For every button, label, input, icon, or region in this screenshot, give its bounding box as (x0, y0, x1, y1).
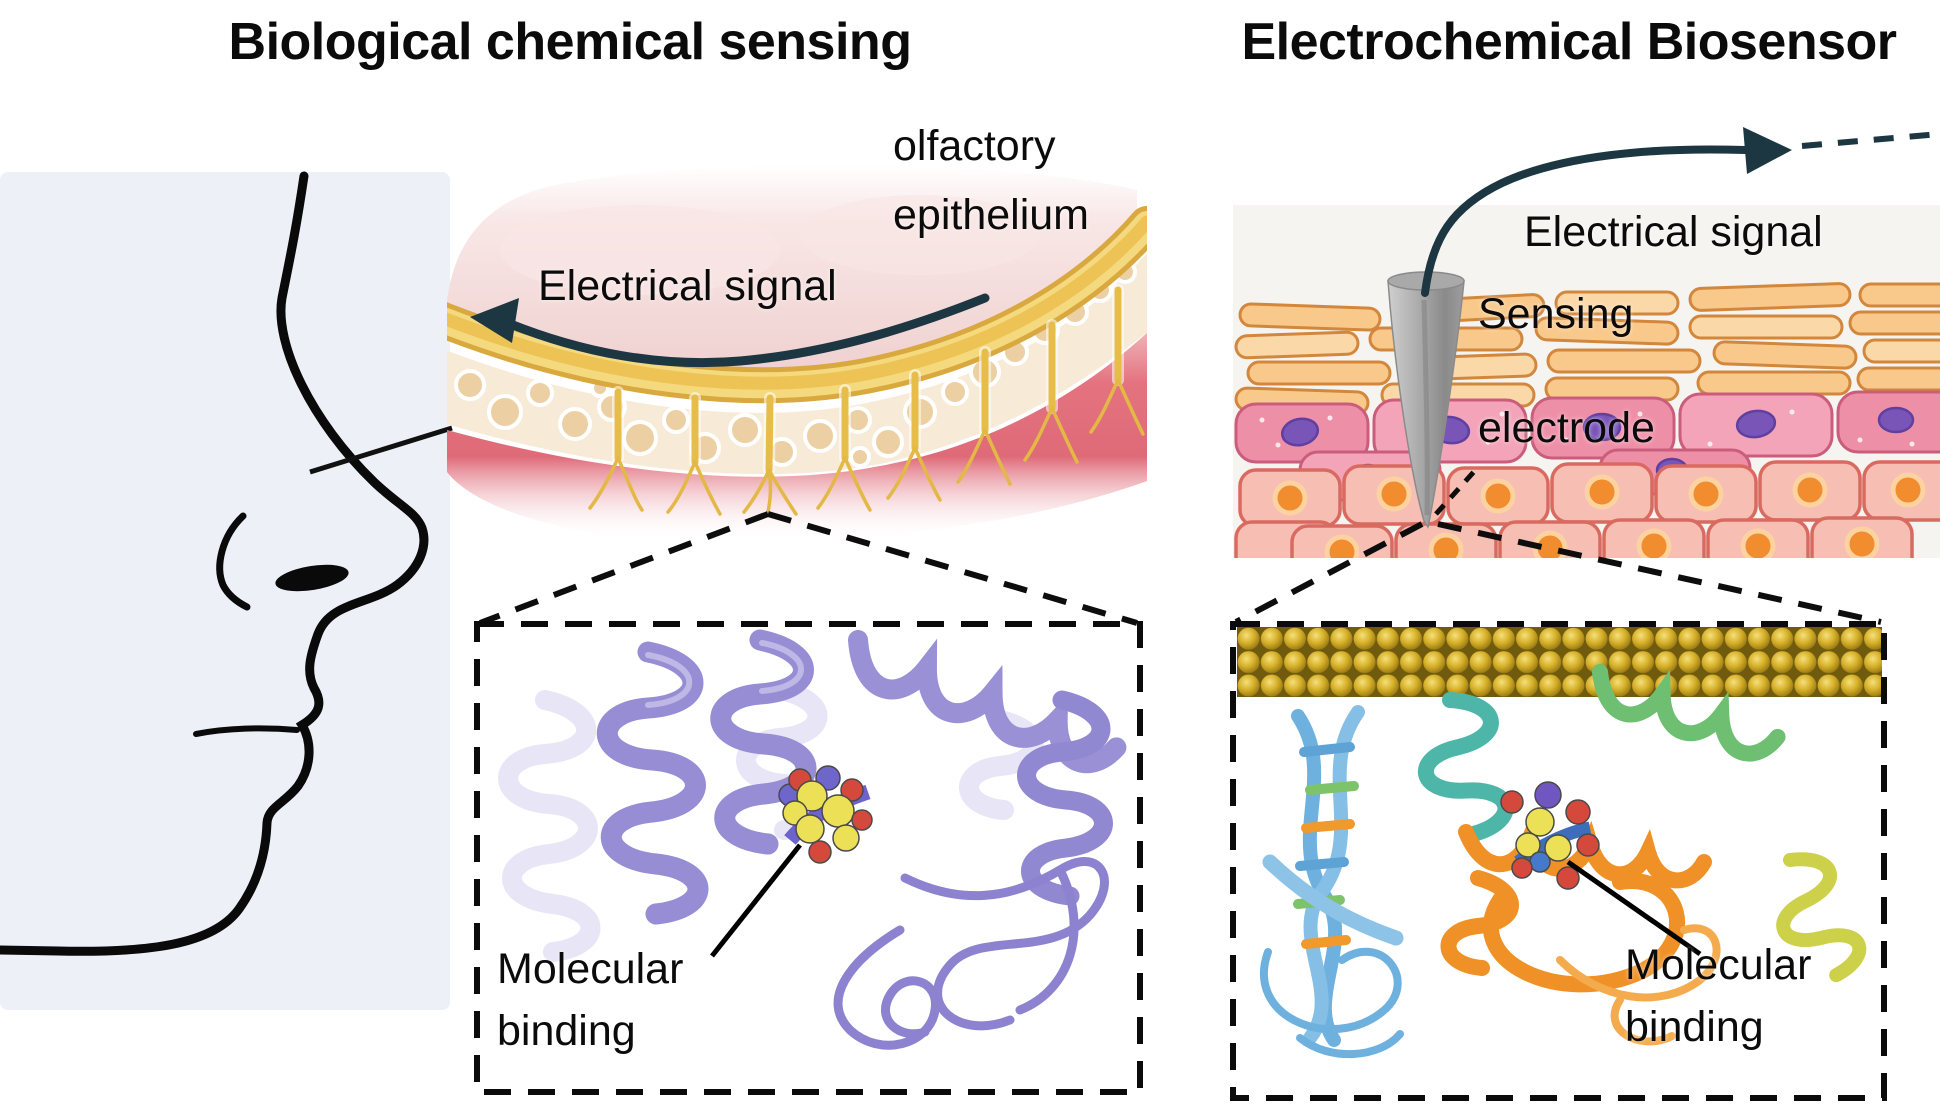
ligand-molecule-left (778, 765, 873, 864)
olfactory-epithelium-label-line1: olfactory (893, 122, 1056, 170)
zoom-funnel-left (478, 511, 1138, 626)
olfactory-epithelium-illustration (447, 165, 1147, 542)
olfactory-nerve-fibers (588, 284, 1145, 516)
nose-profile-icon (0, 171, 429, 956)
electrical-signal-arrow-right (1421, 127, 1940, 297)
molecular-binding-left-line2: binding (497, 1007, 636, 1055)
molecular-binding-right-line1: Molecular (1625, 941, 1812, 989)
olfactory-epithelium-label: olfactory epithelium (893, 112, 1089, 250)
nostril-shadow (275, 564, 349, 592)
binding-pointer-right (1566, 859, 1702, 957)
submucosa-red-layer (447, 332, 1147, 542)
rainbow-protein-ribbon (1259, 664, 1867, 1059)
arrowhead-left (470, 298, 519, 343)
epithelial-cell-layer (1234, 460, 1940, 558)
molecular-binding-label-right: Molecular binding (1625, 934, 1811, 1058)
right-panel-title: Electrochemical Biosensor (1241, 13, 1897, 71)
skin-tissue-illustration (1233, 205, 1940, 558)
arrowhead-right (1743, 127, 1792, 174)
left-panel-title: Biological chemical sensing (228, 13, 912, 71)
binding-pointer-left (710, 843, 802, 958)
electrode-pointer-dashes (1434, 463, 1482, 516)
dna-helix (1291, 705, 1365, 1047)
olfactory-nerve-band (447, 206, 1147, 404)
nose-panel (0, 171, 453, 1010)
molecular-binding-right-line2: binding (1625, 1003, 1764, 1051)
molecular-binding-label-left: Molecular binding (497, 938, 683, 1062)
electrical-signal-label-left: Electrical signal (538, 262, 837, 310)
electrical-signal-arrow-left (470, 293, 990, 368)
purple-protein-ribbon (498, 629, 1127, 1050)
electrical-signal-label-right: Electrical signal (1524, 208, 1823, 256)
sensing-electrode-label-line1: Sensing (1478, 290, 1634, 338)
sensing-electrode-label-line2: electrode (1478, 404, 1655, 452)
olfactory-epithelium-label-line2: epithelium (893, 191, 1089, 239)
molecular-binding-left-line1: Molecular (497, 945, 684, 993)
signal-dashed-line (1801, 131, 1940, 149)
zoom-dashed-box-right (1230, 621, 1887, 1101)
zoom-funnel-right (1234, 521, 1882, 625)
ligand-molecule-right (1500, 781, 1600, 890)
nose-pointer-line (309, 425, 453, 475)
bone-pores (454, 260, 1137, 468)
zoom-dashed-box-left (474, 621, 1143, 1095)
gold-electrode-icon (1237, 627, 1882, 697)
